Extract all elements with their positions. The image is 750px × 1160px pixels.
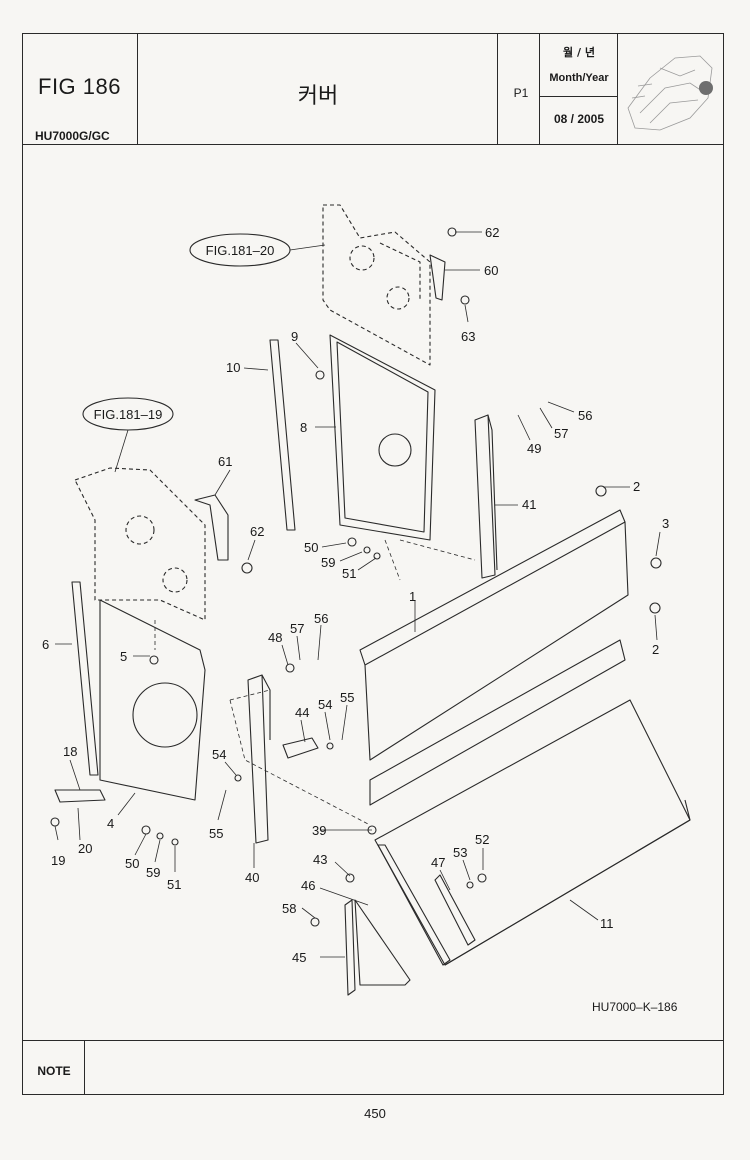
callout-50-lower: 50: [125, 856, 139, 871]
callout-62-lower: 62: [250, 524, 264, 539]
part-47-frame: [377, 844, 476, 966]
machine-thumbnail-image: [627, 55, 713, 131]
part-8-panel: [329, 334, 436, 541]
callout-2-upper: 2: [633, 479, 640, 494]
part-4-plate: [99, 599, 206, 801]
month-year-value: 08 / 2005: [553, 112, 605, 126]
callout-60: 60: [484, 263, 498, 278]
callout-51-lower: 51: [167, 877, 181, 892]
page-code-cell: [498, 34, 540, 144]
part-6-strip: [71, 581, 99, 776]
month-year-label: Month/Year: [549, 72, 609, 84]
callout-53: 53: [453, 845, 467, 860]
page-number: 450: [364, 1106, 386, 1121]
callout-62-top: 62: [485, 225, 499, 240]
callout-numbers: 62 60 63 9 10 8 56 57 49 41 61 62 50 59 …: [42, 225, 669, 965]
drawing-code: HU7000–K–186: [592, 1000, 678, 1014]
callout-55-left: 55: [209, 826, 223, 841]
callout-11: 11: [600, 916, 614, 931]
callout-40: 40: [245, 870, 259, 885]
callout-52: 52: [475, 832, 489, 847]
callout-8: 8: [300, 420, 307, 435]
figure-cell: [23, 34, 138, 144]
part-45-46-plate: [344, 899, 411, 996]
figure-number: FIG 186: [38, 74, 121, 99]
assembly-dashes: [154, 539, 476, 826]
part-40-bar: [247, 674, 271, 844]
callout-54-left: 54: [212, 747, 226, 762]
part-44-link: [282, 737, 319, 759]
callout-59-lower: 59: [146, 865, 160, 880]
fasteners: [50, 227, 662, 927]
callout-57-lower: 57: [290, 621, 304, 636]
note-divider: [23, 1040, 723, 1041]
callout-1: 1: [409, 589, 416, 604]
callout-19: 19: [51, 853, 65, 868]
callout-56-lower: 56: [314, 611, 328, 626]
callout-59-upper: 59: [321, 555, 335, 570]
part-10-strip: [269, 339, 296, 531]
callout-43: 43: [313, 852, 327, 867]
callout-55-right: 55: [340, 690, 354, 705]
ref-fig-181-20: FIG.181–20: [206, 243, 275, 258]
callout-20: 20: [78, 841, 92, 856]
callout-5: 5: [120, 649, 127, 664]
callout-49: 49: [527, 441, 541, 456]
diagram-linework: [50, 204, 691, 996]
callout-54-right: 54: [318, 697, 332, 712]
month-year-divider: [540, 96, 618, 97]
part-11-trough: [369, 639, 691, 966]
part-60-bracket: [429, 254, 446, 301]
callout-4: 4: [107, 816, 114, 831]
callout-39: 39: [312, 823, 326, 838]
leader-lines: [54, 231, 661, 958]
callout-51-upper: 51: [342, 566, 356, 581]
note-label-cell: [23, 1040, 85, 1094]
header-divider: [23, 144, 723, 145]
ref-fig-181-19: FIG.181–19: [94, 407, 163, 422]
note-label: NOTE: [37, 1064, 71, 1078]
callout-41: 41: [522, 497, 536, 512]
callout-2-lower: 2: [652, 642, 659, 657]
callout-47: 47: [431, 855, 445, 870]
callout-45: 45: [292, 950, 306, 965]
part-1-cover: [359, 509, 629, 761]
page-code: P1: [513, 86, 529, 100]
part-18-bracket: [54, 789, 106, 803]
callout-50-upper: 50: [304, 540, 318, 555]
model-code: HU7000G/GC: [35, 129, 110, 143]
callout-3: 3: [662, 516, 669, 531]
callout-18: 18: [63, 744, 77, 759]
part-41-angle: [474, 414, 498, 579]
callout-57-upper: 57: [554, 426, 568, 441]
page-frame: FIG 186 HU7000G/GC 커버 P1 월 / 년 Month/Yea…: [22, 33, 724, 1095]
ref-part-upper: [322, 204, 431, 366]
month-year-korean: 월 / 년: [563, 46, 595, 59]
callout-58: 58: [282, 901, 296, 916]
callout-6: 6: [42, 637, 49, 652]
callout-44: 44: [295, 705, 309, 720]
page-title: 커버: [297, 84, 339, 109]
callout-63: 63: [461, 329, 475, 344]
callout-10: 10: [226, 360, 240, 375]
month-year-cell: [540, 34, 618, 144]
part-61-bracket: [194, 494, 229, 561]
callout-9: 9: [291, 329, 298, 344]
callout-46: 46: [301, 878, 315, 893]
callout-61: 61: [218, 454, 232, 469]
callout-56-upper: 56: [578, 408, 592, 423]
title-cell: [138, 34, 498, 144]
callout-48: 48: [268, 630, 282, 645]
ref-part-lower: [74, 467, 206, 621]
